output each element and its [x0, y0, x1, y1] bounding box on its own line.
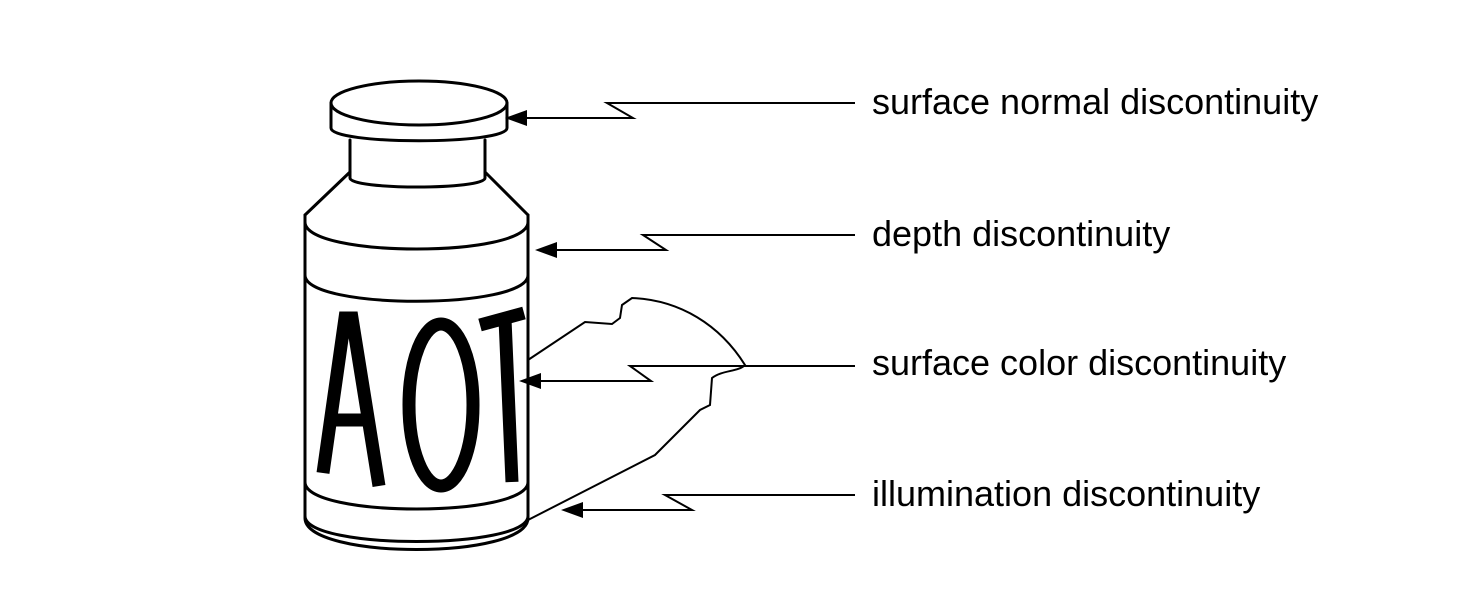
shadow-outline	[527, 296, 747, 521]
label-surface-color-discontinuity: surface color discontinuity	[872, 342, 1287, 383]
label-bottom-line	[303, 480, 530, 511]
base-line	[303, 514, 530, 543]
bottle-shoulder	[303, 170, 530, 217]
leader-illumination	[561, 494, 855, 518]
label-illumination-discontinuity: illumination discontinuity	[872, 473, 1261, 514]
label-surface-normal-discontinuity: surface normal discontinuity	[872, 81, 1319, 122]
bottle-neck	[348, 138, 487, 189]
cap-top	[329, 79, 509, 127]
cap-rim	[329, 101, 509, 143]
bottle-body	[303, 213, 530, 551]
label-depth-discontinuity: depth discontinuity	[872, 213, 1171, 254]
leader-depth	[535, 234, 855, 258]
leader-surface-color	[519, 365, 855, 389]
leader-surface-normal	[505, 102, 855, 126]
shoulder-band	[303, 220, 530, 251]
label-top-line	[303, 273, 530, 303]
bottle-label-logo	[316, 306, 526, 493]
